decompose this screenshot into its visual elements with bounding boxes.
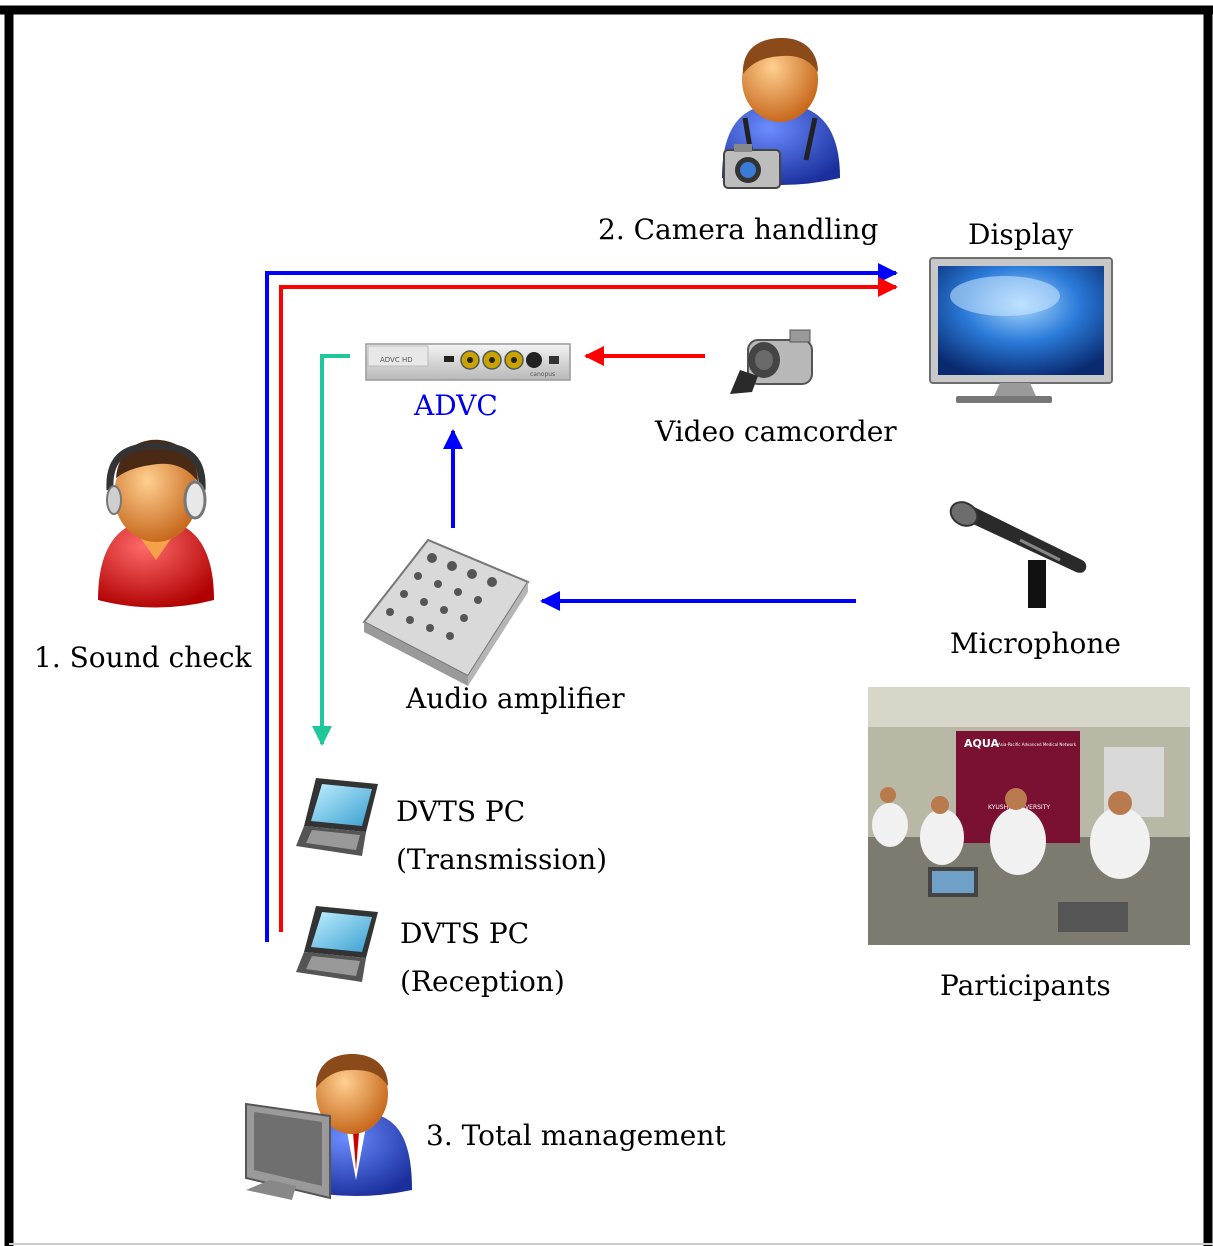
dvts-reception-title: DVTS PC xyxy=(400,917,530,950)
banner-title: AQUA xyxy=(964,737,999,750)
display-label: Display xyxy=(968,218,1074,251)
manager-person-icon xyxy=(245,1054,412,1200)
advc-device-icon: ADVC HD canopus xyxy=(365,343,571,381)
advc-label: ADVC xyxy=(414,389,498,422)
camera-person-icon xyxy=(722,38,840,189)
dvts-reception-subtitle: (Reception) xyxy=(400,965,565,998)
participants-label: Participants xyxy=(940,969,1111,1002)
headset-person-icon xyxy=(98,439,214,608)
dvts-transmission-subtitle: (Transmission) xyxy=(396,843,608,876)
camera-handling-label: 2. Camera handling xyxy=(598,213,879,246)
advc-output-line xyxy=(312,354,350,746)
audio-line-to-display xyxy=(265,263,898,942)
display-icon xyxy=(929,257,1113,403)
camcorder-icon xyxy=(730,329,813,394)
laptop-icon xyxy=(296,778,378,856)
video-line-to-display xyxy=(279,277,898,932)
participants-photo: AQUA Asia-Pacific Advanced Medical Netwo… xyxy=(868,687,1190,945)
banner-subtitle: Asia-Pacific Advanced Medical Network xyxy=(998,742,1077,747)
total-management-label: 3. Total management xyxy=(426,1119,726,1152)
advc-brand-text: canopus xyxy=(530,371,555,378)
diagram-border xyxy=(0,5,1213,1246)
microphone-label: Microphone xyxy=(950,627,1121,660)
video-camcorder-label: Video camcorder xyxy=(655,415,897,448)
advc-model-text: ADVC HD xyxy=(380,356,413,364)
audio-mixer-icon xyxy=(362,538,530,686)
laptop-icon xyxy=(296,906,378,982)
sound-check-label: 1. Sound check xyxy=(34,641,252,674)
audio-amplifier-label: Audio amplifier xyxy=(406,682,625,715)
dvts-transmission-title: DVTS PC xyxy=(396,795,526,828)
microphone-icon xyxy=(949,501,1087,608)
